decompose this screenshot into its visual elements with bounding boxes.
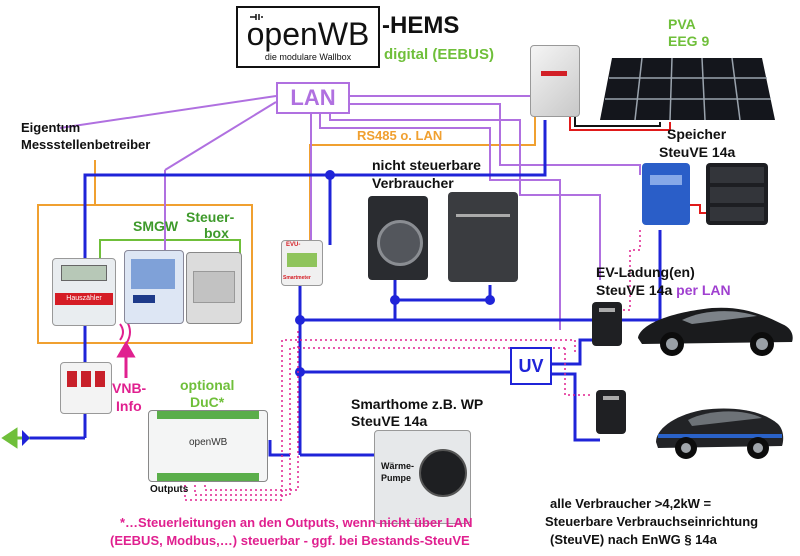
smart-meter-gateway <box>124 250 184 324</box>
logo-subtitle: die modulare Wallbox <box>264 52 352 62</box>
control-box <box>186 252 242 324</box>
optional-label-1: optional <box>180 377 235 393</box>
digital-eebus-label: digital (EEBUS) <box>384 46 495 63</box>
duc-brand: openWB <box>189 437 228 448</box>
junction-dot <box>390 295 400 305</box>
pva-label: PVA <box>668 16 696 32</box>
plug-icon <box>248 10 264 22</box>
ev-label-1: EV-Ladung(en) <box>596 264 695 280</box>
owner-label-2: Messstellenbetreiber <box>21 137 151 152</box>
vnb-arrow <box>116 341 136 378</box>
house-meter: Hauszähler <box>52 258 116 326</box>
lan-switch: LAN <box>276 82 350 114</box>
dishwasher <box>448 192 518 282</box>
gateway-brand-icon <box>133 295 155 303</box>
junction-dot <box>325 170 335 180</box>
hems-label: -HEMS <box>382 12 460 39</box>
pv-cable-black <box>574 112 661 127</box>
openwb-logo: openWB die modulare Wallbox <box>236 6 380 68</box>
duc-terminals-top <box>157 411 259 419</box>
wallbox-1 <box>592 302 622 346</box>
breaker-switch-1 <box>67 371 77 387</box>
power-lines <box>10 120 662 457</box>
junction-dot <box>485 295 495 305</box>
smarthome-label-2: SteuVE 14a <box>351 413 428 429</box>
summary-line-1: alle Verbraucher >4,2kW = <box>550 496 712 511</box>
battery-inverter <box>642 163 690 225</box>
duc-controller: openWB <box>148 410 268 482</box>
meter-display <box>61 265 107 281</box>
ev-label-2a: SteuVE 14a <box>596 282 677 298</box>
solar-panels <box>600 57 775 121</box>
steuerbox-label-1: Steuer- <box>186 209 235 225</box>
summary-line-2: Steuerbare Verbrauchseinrichtung <box>545 514 759 529</box>
gateway-panel <box>131 259 175 289</box>
waermepumpe-label-1: Wärme- <box>381 461 415 471</box>
footnote-line-2: (EEBUS, Modbus,…) steuerbar - ggf. bei B… <box>110 533 470 548</box>
washer-door-icon <box>377 220 423 266</box>
breaker-switch-2 <box>81 371 91 387</box>
eeg-label: EEG 9 <box>668 33 710 49</box>
rs485-label: RS485 o. LAN <box>357 128 443 143</box>
battery-stack <box>706 163 768 225</box>
lan-lines <box>59 95 641 330</box>
speicher-label-1: Speicher <box>667 126 727 142</box>
inverter-logo-icon <box>541 71 567 76</box>
blue-arrowhead <box>22 430 30 446</box>
summary-line-3: (SteuVE) nach EnWG § 14a <box>550 532 717 547</box>
evu-display <box>287 253 317 267</box>
fan-icon <box>419 449 467 497</box>
smarthome-label-1: Smarthome z.B. WP <box>351 396 484 412</box>
ev-label-2: SteuVE 14a per LAN <box>596 282 731 298</box>
owner-label-1: Eigentum <box>21 120 81 135</box>
smgw-label: SMGW <box>133 218 179 234</box>
car-2 <box>652 396 787 462</box>
wallbox-2-logo-icon <box>603 396 619 400</box>
outputs-label: Outputs <box>150 484 189 495</box>
vnb-info-label-1: VNB- <box>112 380 147 396</box>
junction-dot <box>295 367 305 377</box>
battery-module-1 <box>710 167 764 183</box>
heat-pump: Wärme- Pumpe <box>374 430 471 524</box>
battery-module-2 <box>710 187 764 203</box>
junction-dot <box>295 315 305 325</box>
steuerbox-label-2: box <box>204 225 229 241</box>
nicht-steuerbar-label-1: nicht steuerbare <box>372 157 481 173</box>
circuit-breaker <box>60 362 112 414</box>
breaker-switch-3 <box>95 371 105 387</box>
evu-smartmeter: EVU- Smartmeter <box>281 240 323 286</box>
owner-frame <box>37 204 253 344</box>
wallbox-2 <box>596 390 626 434</box>
inverter <box>530 45 580 117</box>
ev-label-2b: per LAN <box>676 282 731 298</box>
washing-machine <box>368 196 428 280</box>
wallbox-1-logo-icon <box>599 308 615 312</box>
battery-inverter-panel <box>650 175 682 185</box>
evu-label: EVU- <box>286 242 301 248</box>
car-1 <box>632 294 797 360</box>
footnote-line-1: *…Steuerleitungen an den Outputs, wenn n… <box>120 515 473 530</box>
nicht-steuerbar-label-2: Verbraucher <box>372 175 454 191</box>
waermepumpe-label-2: Pumpe <box>381 473 412 483</box>
vnb-info-label-2: Info <box>116 398 142 414</box>
pv-cable-red <box>569 112 671 131</box>
dishwasher-handle-icon <box>456 214 510 217</box>
smartmeter-label: Smartmeter <box>283 275 311 281</box>
uv-distribution-box: UV <box>510 347 552 385</box>
battery-module-3 <box>710 207 764 221</box>
logo-text: openWB <box>246 16 370 52</box>
speicher-label-2: SteuVE 14a <box>659 144 736 160</box>
duc-terminals-bottom <box>157 473 259 481</box>
meter-label: Hauszähler <box>55 293 113 305</box>
optional-label-2: DuC* <box>190 394 225 410</box>
control-box-panel <box>193 271 235 303</box>
